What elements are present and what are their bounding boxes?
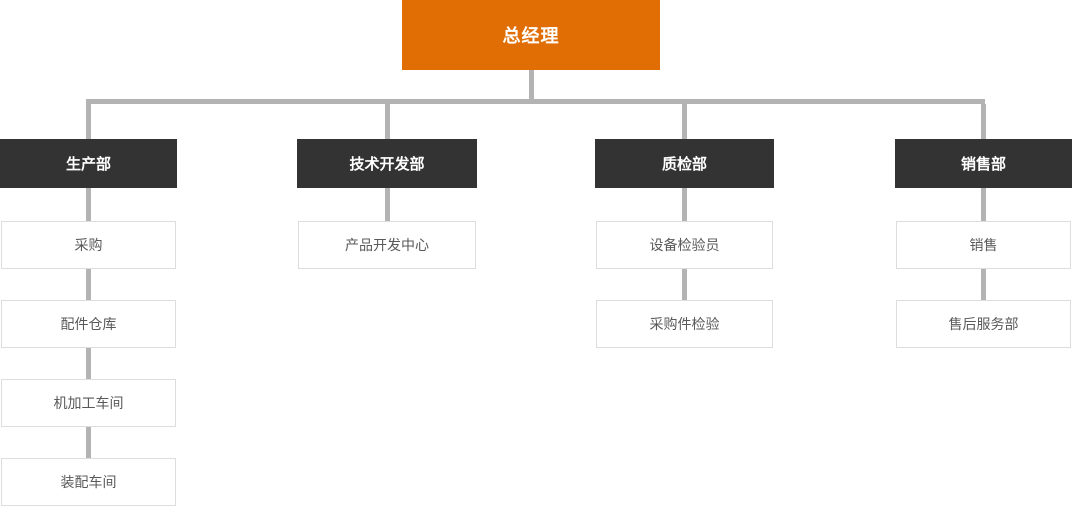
connector-qc-child-0	[682, 188, 687, 221]
connector-root-stub	[529, 70, 534, 99]
org-node-general-manager: 总经理	[402, 0, 660, 70]
org-node-tech-development-dept: 技术开发部	[297, 139, 477, 188]
connector-production-child-3	[86, 427, 91, 458]
connector-tech-child-0	[385, 188, 390, 221]
connector-sales-child-0	[981, 188, 986, 221]
connector-drop-tech	[385, 104, 390, 139]
connector-production-child-2	[86, 348, 91, 379]
org-node-purchasing: 采购	[1, 221, 176, 269]
org-node-quality-inspection-dept: 质检部	[595, 139, 774, 188]
connector-drop-qc	[682, 104, 687, 139]
org-node-sales-dept: 销售部	[895, 139, 1072, 188]
org-node-assembly-workshop: 装配车间	[1, 458, 176, 506]
org-node-machining-workshop: 机加工车间	[1, 379, 176, 427]
org-node-after-sales-service-dept: 售后服务部	[896, 300, 1071, 348]
org-node-equipment-inspector: 设备检验员	[596, 221, 773, 269]
connector-drop-production	[86, 104, 91, 139]
connector-sales-child-1	[981, 269, 986, 300]
org-node-purchased-parts-inspection: 采购件检验	[596, 300, 773, 348]
org-node-product-development-center: 产品开发中心	[298, 221, 476, 269]
connector-qc-child-1	[682, 269, 687, 300]
org-node-parts-warehouse: 配件仓库	[1, 300, 176, 348]
org-node-sales: 销售	[896, 221, 1071, 269]
connector-horizontal-line	[86, 99, 985, 104]
connector-drop-sales	[981, 104, 986, 139]
connector-production-child-1	[86, 269, 91, 300]
org-node-production-dept: 生产部	[0, 139, 177, 188]
connector-production-child-0	[86, 188, 91, 221]
